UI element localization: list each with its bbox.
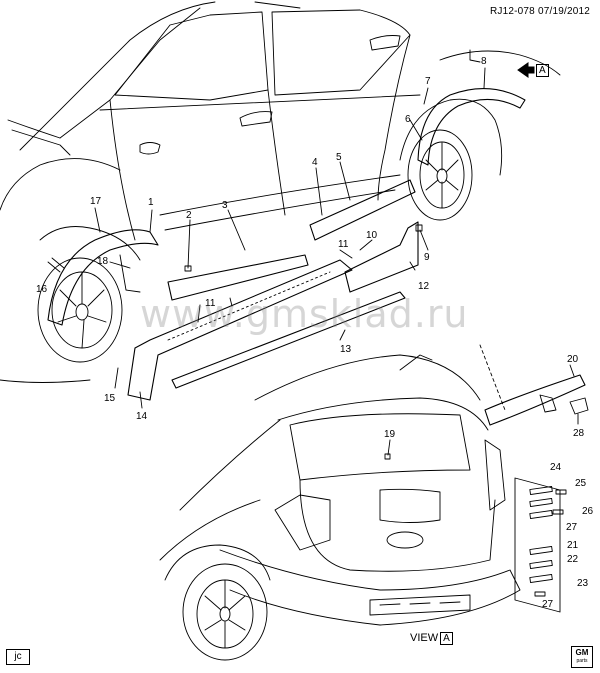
callout-2: 2 [186,210,192,221]
leader-9 [419,229,429,251]
callout-4: 4 [312,157,318,168]
view-arrow-lower [399,354,433,371]
callout-12: 12 [418,281,430,292]
leader-14 [139,391,143,409]
callout-28: 28 [573,428,585,439]
leader-1 [149,209,153,233]
emblem-28 [569,397,589,415]
gm-logo-line2: parts [576,658,588,664]
fastener-9 [415,224,423,232]
leader-12 [409,261,416,271]
corner-label: jc [6,649,30,665]
diagram-header: RJ12-078 07/19/2012 [490,6,590,17]
callout-24: 24 [550,462,562,473]
leader-8 [483,67,486,89]
callout-17: 17 [90,196,102,207]
callout-21: 21 [567,540,579,551]
nameplate-24a [529,486,553,495]
leader-2 [187,219,191,269]
leader-15 [114,367,119,389]
leader-7 [423,87,429,105]
callout-3: 3 [222,200,228,211]
rocker-clip-row [167,271,331,341]
front-wheel [37,226,141,363]
leader-5 [339,161,351,201]
nameplate-24b [529,498,553,507]
view-label: VIEW [410,632,439,644]
leader-6 [409,119,423,141]
rear-door-molding [309,179,416,241]
view-a-arrow-letter: A [536,64,549,77]
leader-17 [94,207,101,233]
callout-13: 13 [340,344,352,355]
leader-20 [569,364,575,377]
callout-10: 10 [366,230,378,241]
callout-labels: 1 2 3 4 5 6 7 8 9 10 11 11 12 13 14 15 1… [36,56,594,610]
nameplate-26 [529,510,553,519]
nameplate-22 [529,560,553,569]
vehicle-side-body [0,1,561,383]
leader-11-lower [197,297,233,323]
callout-15: 15 [104,393,116,404]
callout-1: 1 [148,197,154,208]
callout-9: 9 [424,252,430,263]
leader-4 [315,167,323,216]
callout-23: 23 [577,578,589,589]
front-door-molding [167,254,309,301]
callout-14: 14 [136,411,148,422]
liftgate-applique [484,374,586,426]
leader-dashed-20 [479,344,506,411]
callout-26: 26 [582,506,594,517]
callout-6: 6 [405,114,411,125]
nameplate-stack [514,477,567,613]
callout-8: 8 [481,56,487,67]
callout-22: 22 [567,554,579,565]
callout-27-lower: 27 [542,599,554,610]
diagram-date: 07/19/2012 [537,6,590,17]
fastener-16 [47,257,65,273]
watermark: www.gmsklad.ru [140,292,469,336]
bracket-18 [109,254,141,293]
nameplate-23 [529,574,553,583]
rear-wheel-upper [399,98,503,221]
rear-wheel-flare [417,88,526,166]
rocker-molding [171,291,406,389]
callout-20: 20 [567,354,579,365]
clip-19 [384,453,391,460]
badge-27b [534,591,546,597]
bowtie-20 [539,394,557,413]
lower-rocker-panel [127,259,353,401]
leader-3 [227,209,246,251]
front-wheel-flare [47,229,159,326]
callout-27-upper: 27 [566,522,578,533]
badge-25 [555,489,567,495]
gm-logo-line1: GM [575,648,589,657]
callout-5: 5 [336,152,342,163]
leader-11-upper [339,249,353,259]
badge-26b [552,509,564,515]
callout-11-lower: 11 [205,298,216,309]
rear-wheel-lower [164,544,271,661]
callout-7: 7 [425,76,431,87]
rear-rocker-extension [344,221,419,293]
callout-18: 18 [97,256,109,267]
nameplate-21 [529,546,553,555]
vehicle-rear-body [159,354,521,626]
callout-16: 16 [36,284,48,295]
view-letter: A [440,632,453,645]
leader-13 [339,329,346,341]
callout-25: 25 [575,478,587,489]
diagram-code: RJ12-078 [489,6,535,17]
leader-10 [359,239,373,251]
leader-19 [387,439,391,456]
callout-19: 19 [384,429,396,440]
gm-logo: GM parts [571,646,593,668]
clip-2 [184,265,192,272]
callout-11-upper: 11 [338,239,349,250]
